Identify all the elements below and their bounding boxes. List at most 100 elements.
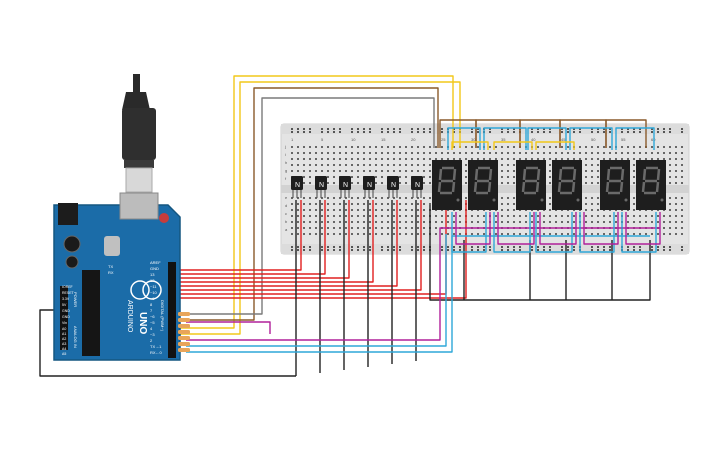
resistors (178, 312, 190, 352)
breadboard-row-label: d (285, 203, 287, 208)
digital-pin-label: 12 (150, 278, 155, 283)
wire-black (39, 309, 296, 377)
label-tx: TX (108, 264, 113, 269)
breadboard-row-label: j (284, 144, 286, 149)
breadboard-row-label: c (285, 211, 287, 216)
wire-purple (625, 212, 661, 245)
digital-pin-label: RX←0 (150, 350, 163, 355)
transistor-marker: N (415, 182, 420, 189)
digital-pin-label: ~3 (150, 332, 155, 337)
wire-red (176, 200, 422, 291)
breadboard-column-label: 45 (561, 137, 566, 142)
resistor (178, 342, 190, 346)
breadboard-row-label: h (285, 160, 287, 165)
wire-purple (186, 321, 271, 334)
wire-grey (176, 97, 435, 315)
transistor-marker: N (295, 182, 300, 189)
wire-yellow (451, 141, 489, 150)
wire-purple (497, 212, 535, 245)
wire-cyan (535, 212, 573, 253)
transistor: N (291, 176, 303, 198)
breadboard-column-label: 1 (291, 137, 294, 142)
power-pin-label: IOREF (62, 285, 73, 289)
power-pin-label: GND (62, 315, 70, 319)
breadboard-column-label: 35 (501, 137, 506, 142)
wire-brown (605, 119, 647, 148)
usb-cable (122, 74, 156, 193)
digital-pin-label: ~5 (150, 320, 155, 325)
wire-red (176, 200, 302, 271)
wire-cyan (527, 127, 567, 150)
wire-purple (186, 227, 660, 341)
analog-pin-label: A4 (62, 347, 66, 351)
wire-brown (176, 87, 439, 321)
transistor: N (339, 176, 351, 198)
power-pin-label: RESET (62, 291, 75, 295)
digital-pin-label: ~6 (150, 314, 155, 319)
resistor (178, 330, 190, 334)
analog-pin-label: A1 (62, 332, 66, 336)
wire-cyan (447, 127, 481, 150)
digital-pin-label: TX→1 (150, 344, 162, 349)
transistor: N (363, 176, 375, 198)
digital-pin-label: ~11 (150, 284, 157, 289)
arduino-uno-board: ARDUINO UNO POWER ANALOG IN DIGITAL (PWM… (53, 192, 181, 361)
wire-red (176, 200, 326, 275)
resistor (178, 324, 190, 328)
analog-pin-label: A0 (62, 327, 66, 331)
power-pin-label: 5V (62, 303, 67, 307)
digital-pin-label: AREF (150, 260, 161, 265)
transistor-marker: N (319, 182, 324, 189)
breadboard-column-label: 30 (471, 137, 476, 142)
breadboard-row-label: e (285, 195, 288, 200)
wire-red (176, 200, 374, 283)
wire-cyan (186, 234, 447, 347)
power-pin-label: Vin (62, 321, 67, 325)
wire-cyan (451, 212, 487, 253)
wire-purple (455, 212, 491, 245)
seven-segment-displays (432, 160, 666, 210)
wire-yellow (176, 81, 461, 335)
wire-cyan (483, 127, 527, 150)
analog-pin-label: A2 (62, 337, 66, 341)
board-model: UNO (137, 312, 148, 334)
wire-cyan (569, 127, 613, 150)
breadboard-row-label: g (285, 168, 287, 173)
digital-pin-label: ~10 (150, 290, 158, 295)
digital-pin-label: GND (150, 266, 159, 271)
label-digital: DIGITAL (PWM~) (160, 300, 165, 332)
wire-cyan (579, 212, 615, 253)
wire-red (176, 200, 467, 299)
wire-red (176, 200, 398, 287)
transistor-marker: N (367, 182, 372, 189)
digital-pin-label: 13 (150, 272, 155, 277)
seven-segment-display (432, 160, 462, 210)
label-analog: ANALOG IN (73, 326, 78, 348)
power-pin-label: GND (62, 309, 70, 313)
digital-pin-label: 8 (150, 302, 153, 307)
resistor (178, 318, 190, 322)
seven-segment-display (600, 160, 630, 210)
breadboard-column-label: 25 (441, 137, 446, 142)
transistor: N (411, 176, 423, 198)
wire-cyan (615, 127, 655, 150)
seven-segment-display (468, 160, 498, 210)
breadboard-row-label: b (285, 219, 288, 224)
breadboard-column-label: 20 (411, 137, 416, 142)
seven-segment-display (636, 160, 666, 210)
breadboard-column-label: 40 (531, 137, 536, 142)
breadboard-row-label: i (285, 152, 286, 157)
wire-cyan (186, 235, 650, 353)
seven-segment-display (516, 160, 546, 210)
wires (39, 75, 661, 377)
wire-cyan (621, 212, 657, 253)
breadboard-column-label: 15 (381, 137, 386, 142)
analog-pin-label: A5 (62, 352, 66, 356)
wire-yellow (176, 75, 454, 329)
transistor: N (387, 176, 399, 198)
transistor-marker: N (343, 182, 348, 189)
wire-red (176, 200, 350, 279)
breadboard-column-label: 50 (591, 137, 596, 142)
breadboard-row-label: f (285, 176, 287, 181)
